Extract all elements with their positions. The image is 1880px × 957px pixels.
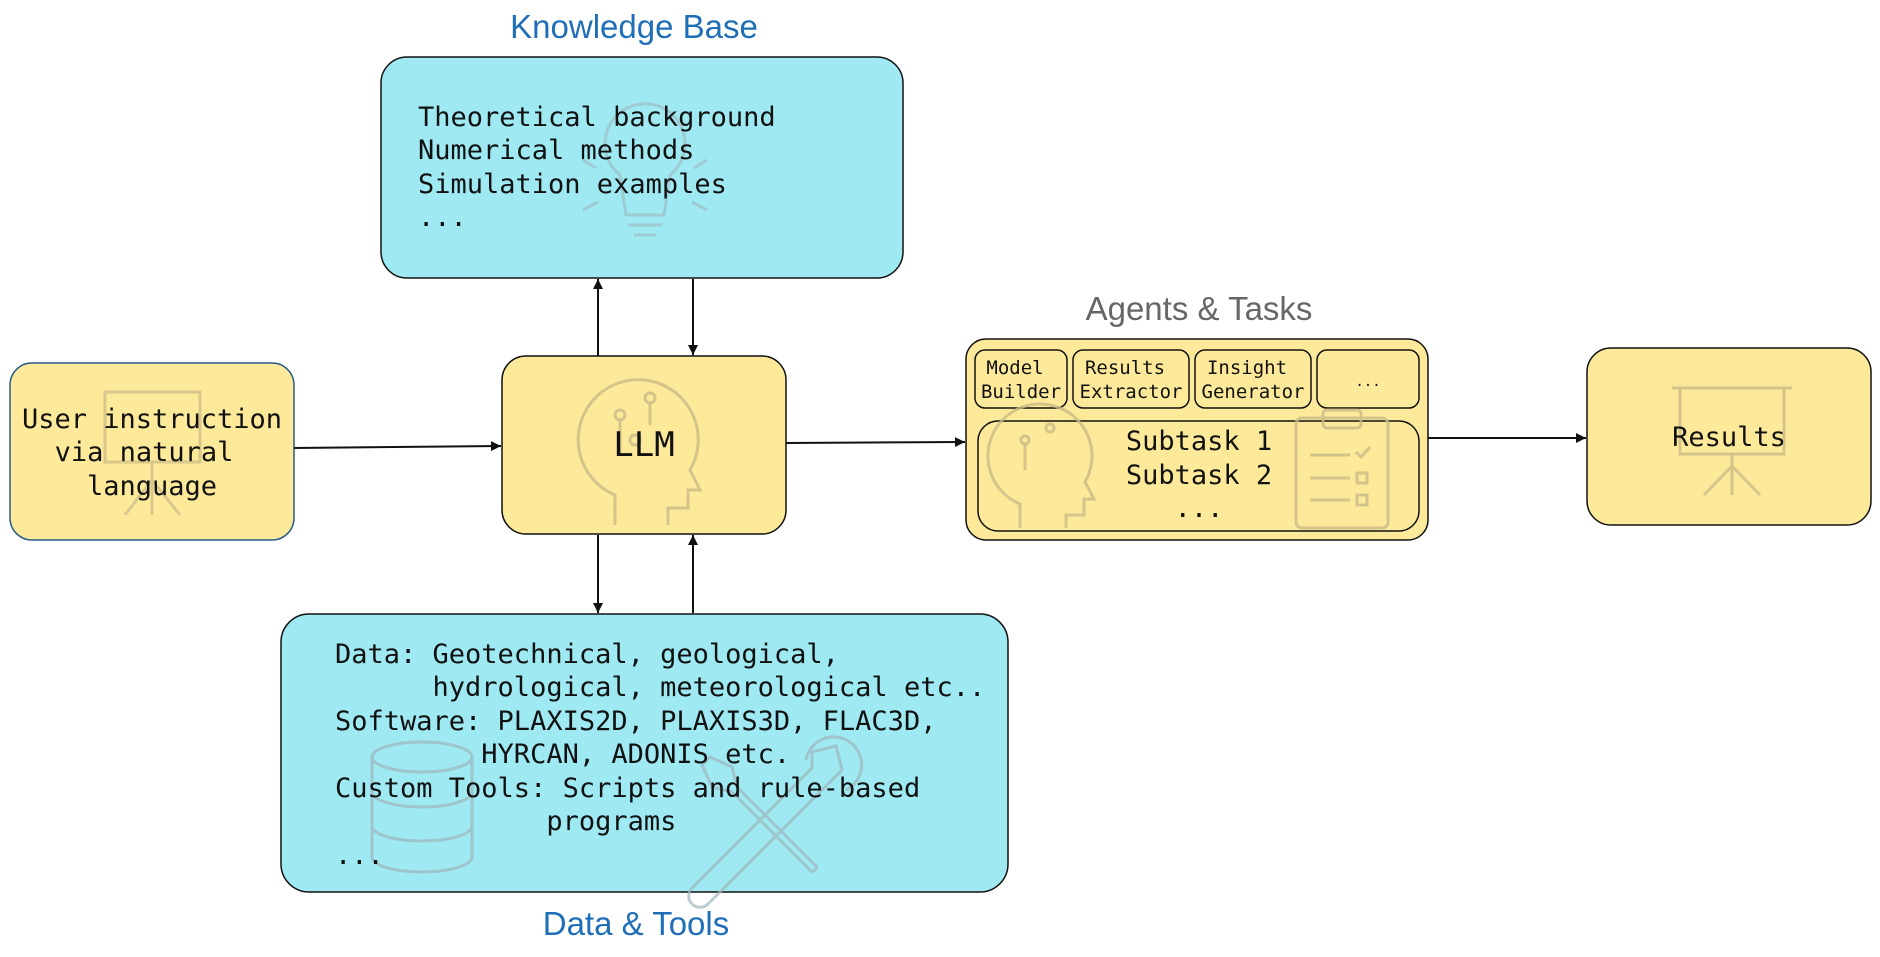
results-label: Results [1672,422,1786,453]
database-icon [370,740,474,874]
agent-results-extractor [1072,349,1190,409]
agent-label: Results [1085,357,1165,379]
data-tools-line: hydrological, meteorological etc.. [335,672,985,703]
data-tools-box [280,613,1009,893]
data-tools-line: programs [335,806,676,837]
user-instruction-line: language [87,471,217,502]
subtask-label: Subtask 2 [1126,460,1272,491]
agent-more [1316,349,1420,409]
data-tools-line: ... [335,840,384,871]
clipboard-checklist-icon [1294,408,1390,530]
knowledge-base-line: Theoretical background [418,102,776,133]
arrow-user-to-llm [293,441,502,452]
agent-label: ... [1355,374,1380,390]
subtask-label: Subtask 1 [1126,426,1272,457]
knowledge-base-title: Knowledge Base [510,8,758,45]
data-tools-line: Custom Tools: Scripts and rule-based [335,773,920,804]
subtasks-box [977,420,1420,532]
knowledge-base-line: Numerical methods [418,135,694,166]
agent-label: Builder [981,381,1061,403]
agents-tasks-title: Agents & Tasks [1086,290,1313,327]
results-box [1586,347,1872,526]
llm-label: LLM [613,425,674,465]
knowledge-base-line: ... [418,202,467,233]
arrow-llm-to-agents [785,437,966,448]
presentation-board-icon [103,390,202,516]
data-tools-line: Data: Geotechnical, geological, [335,639,839,670]
user-instruction-box [9,362,295,541]
knowledge-base-line: Simulation examples [418,169,727,200]
llm-box [501,355,787,535]
agent-label: Generator [1202,381,1305,403]
lightbulb-icon [582,102,708,237]
user-instruction-line: via natural [55,437,234,468]
ai-head-icon [576,378,703,525]
agent-label: Model [986,357,1043,379]
data-tools-line: HYRCAN, ADONIS etc. [335,739,790,770]
agent-label: Extractor [1080,381,1183,403]
agent-insight-generator [1194,349,1312,409]
user-instruction-line: User instruction [22,404,282,435]
presentation-board-icon [1672,386,1792,497]
agent-label: Insight [1207,357,1287,379]
knowledge-base-box [380,56,904,279]
wrench-screwdriver-icon [687,735,864,909]
data-tools-line: Software: PLAXIS2D, PLAXIS3D, FLAC3D, [335,706,936,737]
data-tools-title: Data & Tools [543,905,730,942]
subtask-label: ... [1175,493,1224,524]
ai-head-icon [986,402,1097,528]
